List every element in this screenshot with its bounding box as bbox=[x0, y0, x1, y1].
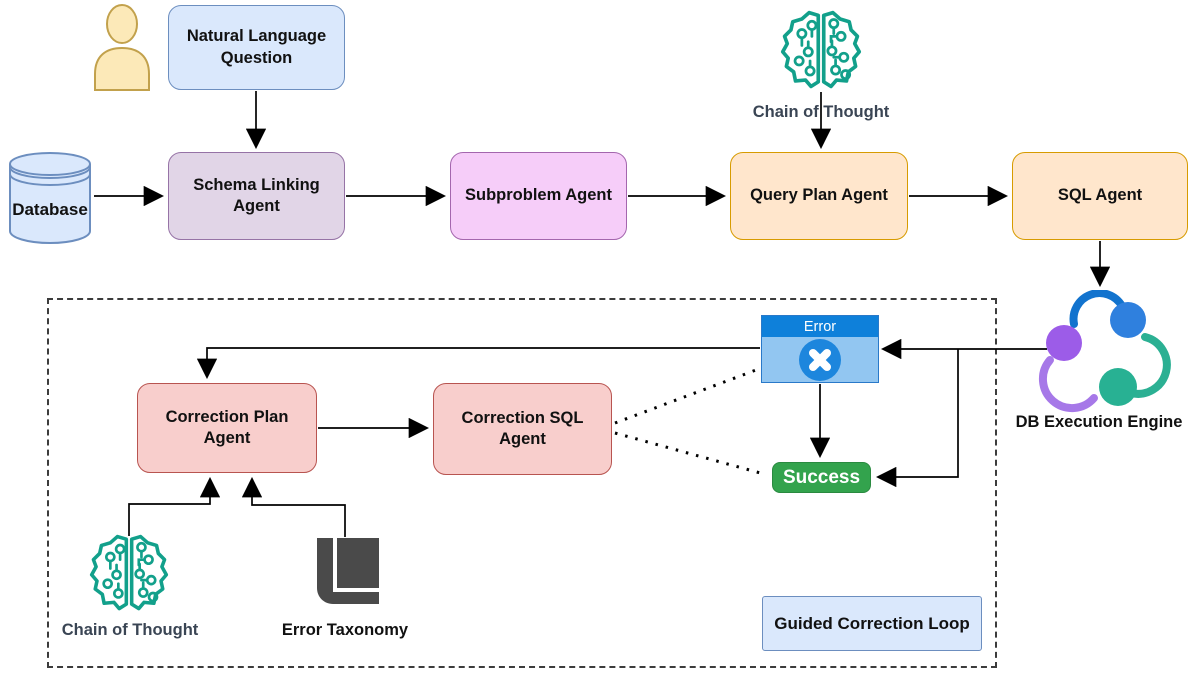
node-query-plan-agent: Query Plan Agent bbox=[730, 152, 908, 240]
success-label: Success bbox=[782, 466, 861, 488]
node-label: Schema Linking Agent bbox=[193, 175, 320, 215]
edge-cot-to-correction-plan bbox=[128, 476, 221, 536]
brain-circuit-icon bbox=[780, 9, 862, 91]
node-correction-plan-agent: Correction Plan Agent bbox=[137, 383, 317, 473]
edge-error-to-correction-plan bbox=[196, 347, 760, 380]
brain-circuit-icon bbox=[89, 532, 169, 614]
node-label: Query Plan Agent bbox=[750, 186, 888, 205]
cycle-circles-icon bbox=[1028, 289, 1174, 415]
database-cylinder-icon: Database bbox=[6, 150, 94, 246]
node-label: Correction Plan Agent bbox=[165, 407, 289, 447]
node-label: Subproblem Agent bbox=[465, 186, 612, 205]
error-window: Error bbox=[761, 315, 879, 383]
book-icon bbox=[309, 536, 379, 612]
edge-taxonomy-to-correction-plan bbox=[241, 476, 346, 537]
user-icon bbox=[88, 2, 156, 92]
node-subproblem-agent: Subproblem Agent bbox=[450, 152, 627, 240]
error-taxonomy-label: Error Taxonomy bbox=[281, 621, 409, 639]
database-label: Database bbox=[12, 200, 88, 219]
node-natural-language-question: Natural Language Question bbox=[168, 5, 345, 90]
edge-engine-to-success bbox=[875, 349, 959, 488]
guided-correction-loop-legend: Guided Correction Loop bbox=[762, 596, 982, 651]
edge-correction-sql-to-error-dotted bbox=[614, 368, 757, 425]
node-label: Correction SQL Agent bbox=[461, 408, 584, 448]
node-sql-agent: SQL Agent bbox=[1012, 152, 1188, 240]
node-correction-sql-agent: Correction SQL Agent bbox=[433, 383, 612, 475]
success-badge: Success bbox=[772, 462, 871, 493]
edge-correction-sql-to-success-dotted bbox=[614, 431, 765, 476]
chain-of-thought-bottom-label: Chain of Thought bbox=[61, 621, 199, 639]
legend-label: Guided Correction Loop bbox=[774, 613, 970, 633]
error-x-icon bbox=[799, 338, 841, 381]
error-window-titlebar: Error bbox=[762, 316, 878, 337]
chain-of-thought-top-label: Chain of Thought bbox=[752, 103, 890, 121]
node-schema-linking-agent: Schema Linking Agent bbox=[168, 152, 345, 240]
node-label: Natural Language Question bbox=[186, 27, 327, 67]
node-label: SQL Agent bbox=[1057, 186, 1143, 205]
guided-correction-loop-region bbox=[47, 298, 997, 668]
db-execution-engine-label: DB Execution Engine bbox=[1015, 413, 1183, 431]
error-window-body bbox=[762, 337, 878, 382]
error-title: Error bbox=[803, 318, 837, 335]
